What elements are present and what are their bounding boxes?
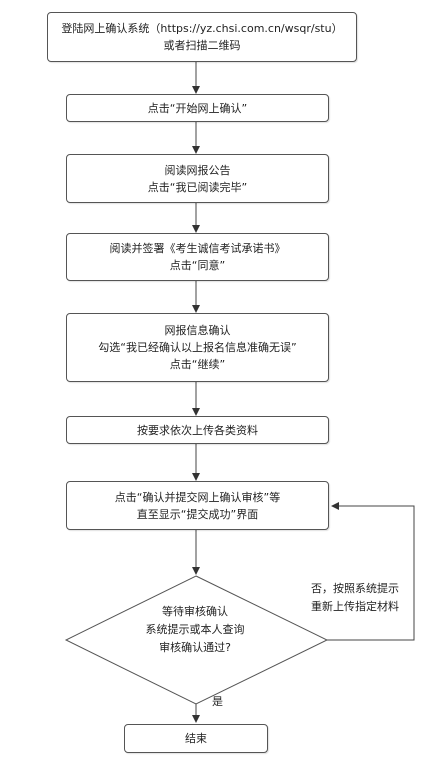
step-login-line1: 登陆网上确认系统（https://yz.chsi.com.cn/wsqr/stu… xyxy=(61,22,343,35)
step-submit-line2: 直至显示“提交成功”界面 xyxy=(136,507,259,521)
step-confirm-info-line3: 点击“继续” xyxy=(169,358,226,371)
step-upload-line1: 按要求依次上传各类资料 xyxy=(137,423,258,437)
no-branch-label-line2: 重新上传指定材料 xyxy=(311,600,399,613)
yes-branch-label: 是 xyxy=(212,695,223,708)
step-end-box: 结束 xyxy=(124,724,268,753)
step-start-box: 点击“开始网上确认” xyxy=(66,94,329,122)
step-confirm-info-line1: 网报信息确认 xyxy=(164,324,231,337)
step-pledge-line2: 点击“同意” xyxy=(169,259,226,272)
arrow-decision-no-loop xyxy=(327,502,415,641)
no-branch-label: 否，按照系统提示 重新上传指定材料 xyxy=(311,580,426,616)
step-confirm-info-line2: 勾选“我已经确认以上报名信息准确无误” xyxy=(98,341,297,354)
step-announcement-line2: 点击“我已阅读完毕” xyxy=(147,180,248,194)
step-login-line2: 或者扫描二维码 xyxy=(163,39,241,52)
step-pledge-box: 阅读并签署《考生诚信考试承诺书》 点击“同意” xyxy=(66,233,329,281)
step-end-line1: 结束 xyxy=(185,732,207,745)
step-submit-line1: 点击“确认并提交网上确认审核”等 xyxy=(114,490,281,504)
step-pledge-line1: 阅读并签署《考生诚信考试承诺书》 xyxy=(109,242,286,255)
step-announcement-box: 阅读网报公告 点击“我已阅读完毕” xyxy=(66,154,329,203)
step-login-box: 登陆网上确认系统（https://yz.chsi.com.cn/wsqr/stu… xyxy=(47,12,357,62)
decision-line2: 系统提示或本人查询 xyxy=(145,623,245,636)
decision-text: 等待审核确认 系统提示或本人查询 审核确认通过? xyxy=(95,603,295,657)
no-branch-label-line1: 否，按照系统提示 xyxy=(311,582,399,595)
step-announcement-line1: 阅读网报公告 xyxy=(164,163,231,177)
step-start-line1: 点击“开始网上确认” xyxy=(147,101,248,115)
step-upload-box: 按要求依次上传各类资料 xyxy=(66,416,329,444)
decision-line1: 等待审核确认 xyxy=(162,605,228,618)
step-submit-box: 点击“确认并提交网上确认审核”等 直至显示“提交成功”界面 xyxy=(66,481,329,530)
step-confirm-info-box: 网报信息确认 勾选“我已经确认以上报名信息准确无误” 点击“继续” xyxy=(66,313,329,382)
decision-line3: 审核确认通过? xyxy=(159,641,231,654)
